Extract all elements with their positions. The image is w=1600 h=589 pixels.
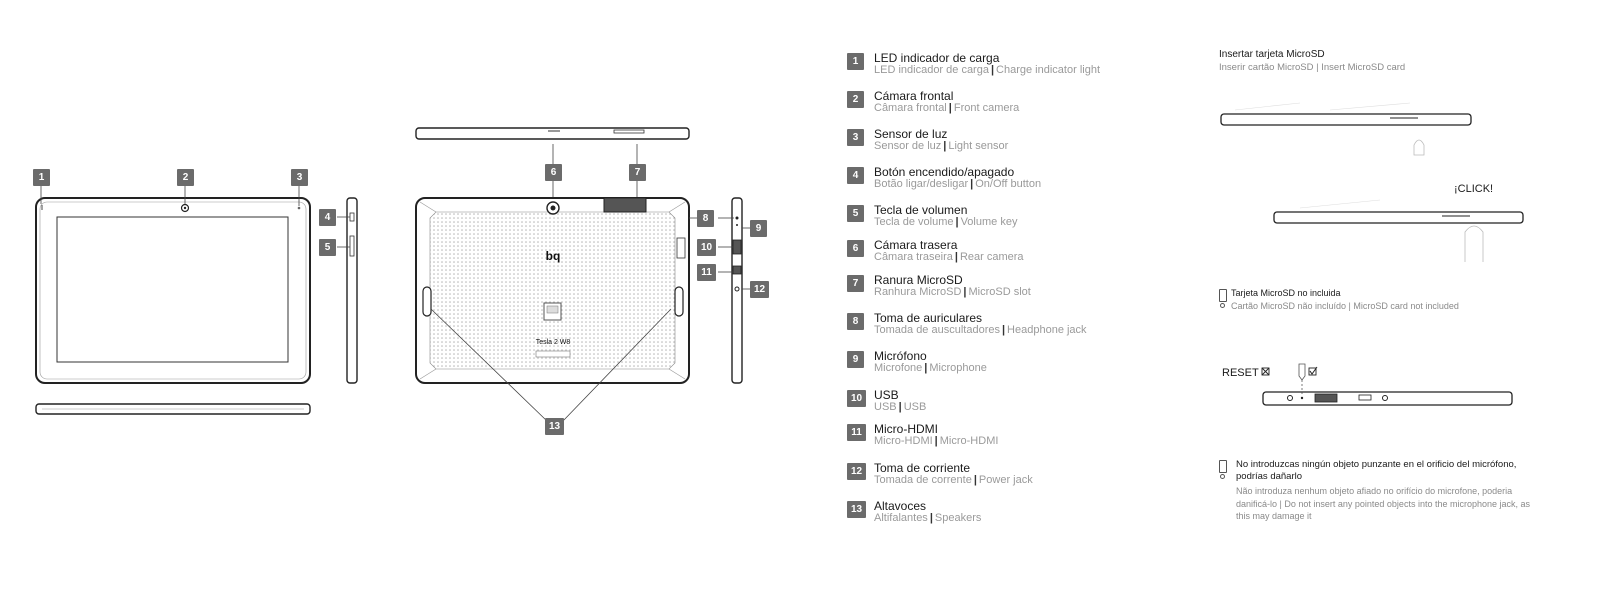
microsd-note-subtitle: Cartão MicroSD não incluído | MicroSD ca… xyxy=(1231,301,1459,311)
reset-edge-illustration xyxy=(1261,363,1513,406)
tablet-back-side-edge xyxy=(676,197,750,384)
legend-badge: 1 xyxy=(847,53,864,70)
callout-badge-3: 3 xyxy=(291,169,308,186)
reset-warning-title: No introduzcas ningún objeto punzante en… xyxy=(1236,459,1517,482)
tablet-side-edge xyxy=(337,197,358,384)
microsd-title: Insertar tarjeta MicroSD xyxy=(1219,49,1325,60)
legend-title: Micrófono xyxy=(874,349,927,363)
tablet-back-view xyxy=(415,197,697,384)
legend-subtitle: Sensor de luz|Light sensor xyxy=(874,140,1009,152)
reset-label: RESET xyxy=(1222,367,1259,379)
legend-title: Toma de auriculares xyxy=(874,311,983,325)
callout-badge-10: 10 xyxy=(697,239,716,256)
legend-badge: 2 xyxy=(847,91,864,108)
legend-title: Toma de corriente xyxy=(874,461,971,475)
callout-badge-4: 4 xyxy=(319,209,336,226)
callout-badge-1: 1 xyxy=(33,169,50,186)
legend-badge: 9 xyxy=(847,351,864,368)
note-dot-icon xyxy=(1220,474,1225,479)
legend-subtitle: Câmara traseira|Rear camera xyxy=(874,251,1024,263)
callout-badge-6: 6 xyxy=(545,164,562,181)
legend-title: Botón encendido/apagado xyxy=(874,165,1015,179)
legend-badge: 4 xyxy=(847,167,864,184)
microsd-subtitle: Inserir cartão MicroSD | Insert MicroSD … xyxy=(1219,62,1406,73)
microsd-note-title: Tarjeta MicroSD no incluida xyxy=(1231,288,1341,298)
legend-title: Sensor de luz xyxy=(874,127,948,141)
legend-badge: 13 xyxy=(847,501,866,518)
legend-badge: 3 xyxy=(847,129,864,146)
legend-title: LED indicador de carga xyxy=(874,51,1000,65)
legend-subtitle: Tomada de corrente|Power jack xyxy=(874,474,1033,486)
legend-badge: 5 xyxy=(847,205,864,222)
click-label: ¡CLICK! xyxy=(1454,183,1494,195)
microsd-insert-illustration xyxy=(1220,102,1524,262)
legend-subtitle: Altifalantes|Speakers xyxy=(874,512,982,524)
brand-logo: bq xyxy=(546,249,561,263)
callout-badge-12: 12 xyxy=(750,281,769,298)
microsd-note-icon xyxy=(1219,289,1227,302)
legend-subtitle: Tomada de auscultadores|Headphone jack xyxy=(874,324,1087,336)
model-label: Tesla 2 W8 xyxy=(536,339,571,346)
legend-badge: 11 xyxy=(847,424,866,441)
callout-badge-2: 2 xyxy=(177,169,194,186)
reset-warning-subtitle: Não introduza nenhum objeto afiado no or… xyxy=(1236,486,1531,521)
legend-title: Tecla de volumen xyxy=(874,203,968,217)
legend-subtitle: Microfone|Microphone xyxy=(874,362,987,374)
legend-title: USB xyxy=(874,388,899,402)
legend-title: Cámara trasera xyxy=(874,238,958,252)
legend-badge: 6 xyxy=(847,240,864,257)
legend-subtitle: LED indicador de carga|Charge indicator … xyxy=(874,64,1100,76)
legend-subtitle: Micro-HDMI|Micro-HDMI xyxy=(874,435,999,447)
legend-title: Ranura MicroSD xyxy=(874,273,963,287)
legend-title: Cámara frontal xyxy=(874,89,954,103)
legend-title: Altavoces xyxy=(874,499,927,513)
note-dot-icon xyxy=(1220,303,1225,308)
callout-badge-11: 11 xyxy=(697,264,716,281)
legend-subtitle: USB|USB xyxy=(874,401,927,413)
callout-badge-8: 8 xyxy=(697,210,714,227)
tablet-front-view xyxy=(35,186,311,384)
tablet-bottom-edge xyxy=(35,403,311,415)
legend-badge: 10 xyxy=(847,390,866,407)
legend-subtitle: Tecla de volume|Volume key xyxy=(874,216,1018,228)
legend-subtitle: Ranhura MicroSD|MicroSD slot xyxy=(874,286,1031,298)
legend-badge: 8 xyxy=(847,313,864,330)
callout-badge-9: 9 xyxy=(750,220,767,237)
legend-badge: 7 xyxy=(847,275,864,292)
warning-note-icon xyxy=(1219,460,1227,473)
tablet-back-top-edge xyxy=(415,127,690,200)
legend-badge: 12 xyxy=(847,463,866,480)
legend-title: Micro-HDMI xyxy=(874,422,938,436)
legend-subtitle: Câmara frontal|Front camera xyxy=(874,102,1020,114)
callout-badge-13: 13 xyxy=(545,418,564,435)
callout-badge-7: 7 xyxy=(629,164,646,181)
legend-subtitle: Botão ligar/desligar|On/Off button xyxy=(874,178,1042,190)
callout-badge-5: 5 xyxy=(319,239,336,256)
